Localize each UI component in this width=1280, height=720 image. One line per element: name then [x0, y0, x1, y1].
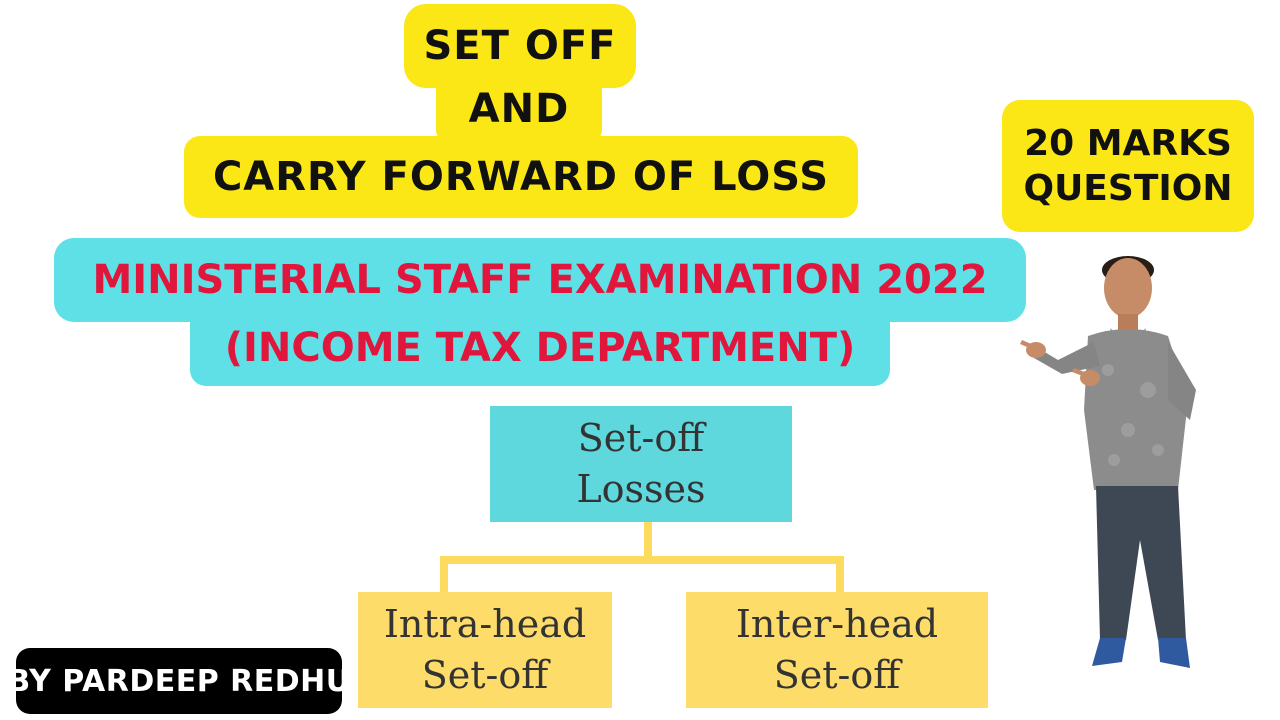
- connector-vertical-right: [836, 556, 844, 594]
- exam-text-1: MINISTERIAL STAFF EXAMINATION 2022: [92, 257, 988, 303]
- exam-banner-line-2: (INCOME TAX DEPARTMENT): [190, 310, 890, 386]
- diagram-box-intra-head: Intra-head Set-off: [358, 592, 612, 708]
- title-text-2: AND: [468, 86, 570, 132]
- diagram-right-text-2: Set-off: [773, 653, 901, 697]
- connector-vertical-left: [440, 556, 448, 594]
- title-line-carry-forward: CARRY FORWARD OF LOSS: [184, 136, 858, 218]
- marks-badge: 20 MARKS QUESTION: [1002, 100, 1254, 232]
- marks-text-2: QUESTION: [1023, 168, 1233, 209]
- title-text-1: SET OFF: [423, 23, 617, 69]
- title-text-3: CARRY FORWARD OF LOSS: [212, 154, 830, 200]
- diagram-root-text-1: Set-off: [577, 415, 705, 460]
- diagram-left-text-2: Set-off: [421, 653, 549, 697]
- diagram-box-inter-head: Inter-head Set-off: [686, 592, 988, 708]
- diagram-box-set-off-losses: Set-off Losses: [490, 406, 792, 522]
- diagram-root-text-2: Losses: [576, 467, 706, 511]
- exam-banner-line-1: MINISTERIAL STAFF EXAMINATION 2022: [54, 238, 1026, 322]
- title-line-set-off: SET OFF: [404, 4, 636, 88]
- connector-horizontal: [440, 556, 844, 564]
- exam-text-2: (INCOME TAX DEPARTMENT): [224, 325, 856, 371]
- author-text: BY PARDEEP REDHU: [7, 663, 351, 699]
- connector-vertical-root: [644, 522, 652, 560]
- presenter-image: [1020, 256, 1196, 668]
- diagram-right-text-1: Inter-head: [735, 601, 939, 646]
- diagram-left-text-1: Intra-head: [383, 601, 587, 646]
- title-line-and: AND: [436, 76, 602, 142]
- marks-text-1: 20 MARKS: [1024, 123, 1232, 164]
- author-tag: BY PARDEEP REDHU: [7, 648, 350, 714]
